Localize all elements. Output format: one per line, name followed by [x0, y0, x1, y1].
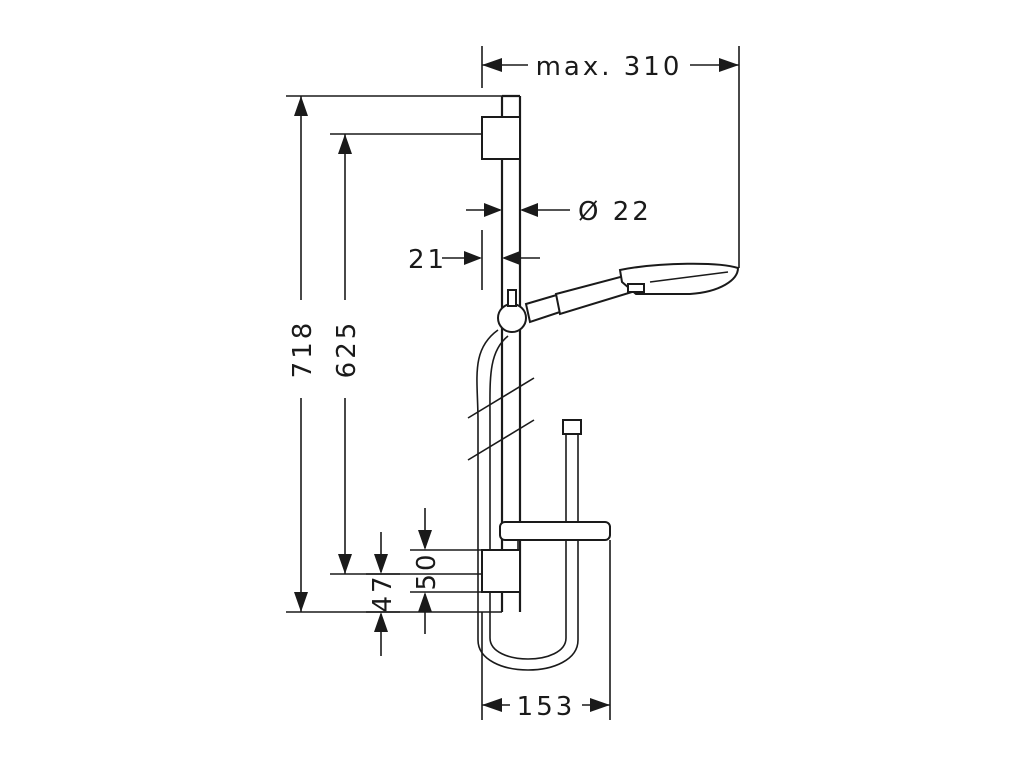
- break-line-upper: [467, 377, 535, 419]
- label-holder-height: 50: [412, 551, 442, 590]
- label-bar-diameter: Ø 22: [578, 197, 652, 227]
- arrow-21-left: [464, 251, 482, 265]
- shower-rail-set: [467, 94, 740, 671]
- label-bar-offset: 21: [408, 245, 447, 275]
- arrow-625-bottom: [338, 554, 352, 574]
- break-line-lower: [467, 419, 535, 461]
- arrow-50-bottom: [418, 592, 432, 612]
- label-total-height: 718: [288, 320, 318, 379]
- hose-connector: [562, 419, 582, 435]
- arrow-dia-left: [484, 203, 502, 217]
- arrow-718-top: [294, 96, 308, 116]
- label-max-width: max. 310: [536, 52, 683, 82]
- top-wall-bracket: [481, 116, 521, 160]
- hand-shower-face-line: [649, 271, 729, 283]
- dimension-lines: [286, 46, 740, 720]
- slider-knob: [497, 303, 527, 333]
- shower-hose-inner: [489, 335, 567, 660]
- arrow-153-right: [590, 698, 610, 712]
- soap-shelf: [499, 521, 611, 541]
- arrow-625-top: [338, 134, 352, 154]
- hand-shower-neck: [524, 292, 561, 324]
- bottom-wall-bracket: [481, 549, 521, 593]
- label-holder-offset: 47: [368, 573, 398, 612]
- label-rail-length: 625: [332, 320, 362, 379]
- arrow-153-left: [482, 698, 502, 712]
- arrow-718-bottom: [294, 592, 308, 612]
- hand-shower-button: [627, 283, 645, 293]
- arrow-50-top: [418, 530, 432, 550]
- label-shelf-width: 153: [517, 692, 576, 722]
- arrow-dia-right: [520, 203, 538, 217]
- hand-shower-handle: [554, 274, 634, 316]
- shower-hose-outer: [476, 329, 579, 671]
- arrow-47-top: [374, 554, 388, 574]
- arrow-max-left: [482, 58, 502, 72]
- arrow-47-bottom: [374, 612, 388, 632]
- slider-lever: [507, 289, 517, 307]
- arrow-max-right: [719, 58, 739, 72]
- dimension-labels: max. 310 Ø 22 21 718 625 50 47 153: [288, 52, 683, 722]
- arrow-21-right: [502, 251, 520, 265]
